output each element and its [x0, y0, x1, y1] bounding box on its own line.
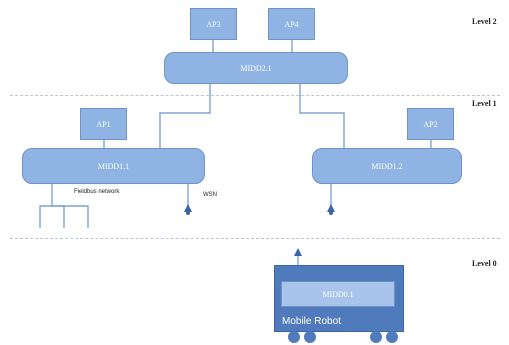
link-midd21-midd12 — [299, 83, 345, 148]
wheel-icon — [386, 331, 398, 343]
midd12-box: MIDD1.2 — [312, 148, 462, 184]
ap2-box: AP2 — [407, 108, 454, 140]
wsn-label: WSN — [203, 192, 217, 198]
fieldbus-wires — [39, 183, 53, 228]
level-1-label: Level 1 — [472, 99, 497, 108]
midd01-box: MIDD0.1 — [281, 281, 395, 307]
fieldbus-wires-3 — [52, 205, 89, 228]
wheel-icon — [304, 331, 316, 343]
level-separator-bottom — [10, 238, 500, 239]
fieldbus-network-label: Fieldbus network — [74, 189, 120, 195]
wsn-antenna-icon-2 — [327, 204, 335, 212]
level-separator-top — [10, 95, 500, 96]
wsn-antenna-icon-2-dot — [329, 211, 333, 215]
level-2-label: Level 2 — [472, 17, 497, 26]
robot-antenna-icon — [294, 248, 302, 256]
link-midd21-midd11 — [159, 83, 211, 148]
ap3-box: AP3 — [190, 8, 237, 40]
level-0-label: Level 0 — [472, 259, 497, 268]
mobile-robot-label: Mobile Robot — [282, 316, 341, 327]
wsn-antenna-icon-dot — [186, 211, 190, 215]
midd21-box: MIDD2.1 — [164, 52, 348, 84]
midd11-box: MIDD1.1 — [22, 148, 205, 184]
ap1-box: AP1 — [80, 108, 127, 140]
wheel-icon — [370, 331, 382, 343]
wheel-icon — [288, 331, 300, 343]
wsn-antenna-icon — [184, 204, 192, 212]
ap4-box: AP4 — [268, 8, 315, 40]
